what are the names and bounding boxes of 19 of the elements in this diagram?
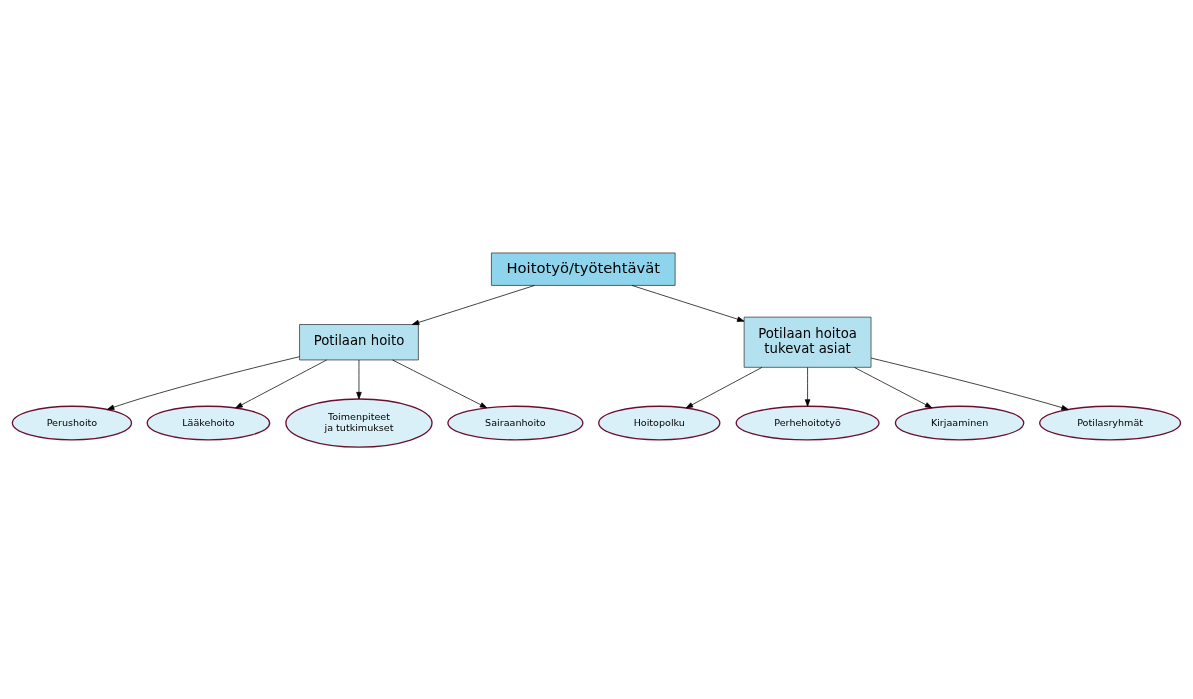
arrow (685, 366, 763, 408)
node-ellipse: Kirjaaminen (894, 405, 1025, 440)
node-ellipse: Lääkehoito (146, 405, 271, 440)
arrow (854, 366, 933, 408)
arrow (870, 357, 1069, 410)
node-box: Potilaan hoito (299, 323, 419, 360)
arrow (106, 355, 300, 410)
node-ellipse: Sairaanhoito (447, 405, 584, 440)
node-ellipse: Perhehoitotyö (735, 405, 880, 440)
arrow (235, 359, 328, 408)
node-ellipse: Hoitopolku (598, 405, 721, 440)
arrow (356, 359, 362, 399)
node-box: Hoitotyö/työtehtävät (491, 252, 676, 286)
node-ellipse: Toimenpiteet ja tutkimukset (285, 397, 433, 448)
arrow (804, 366, 811, 407)
arrow (392, 359, 488, 408)
node-box: Potilaan hoitoa tukevat asiat (743, 316, 872, 368)
arrow (631, 284, 745, 322)
arrow (411, 284, 535, 325)
